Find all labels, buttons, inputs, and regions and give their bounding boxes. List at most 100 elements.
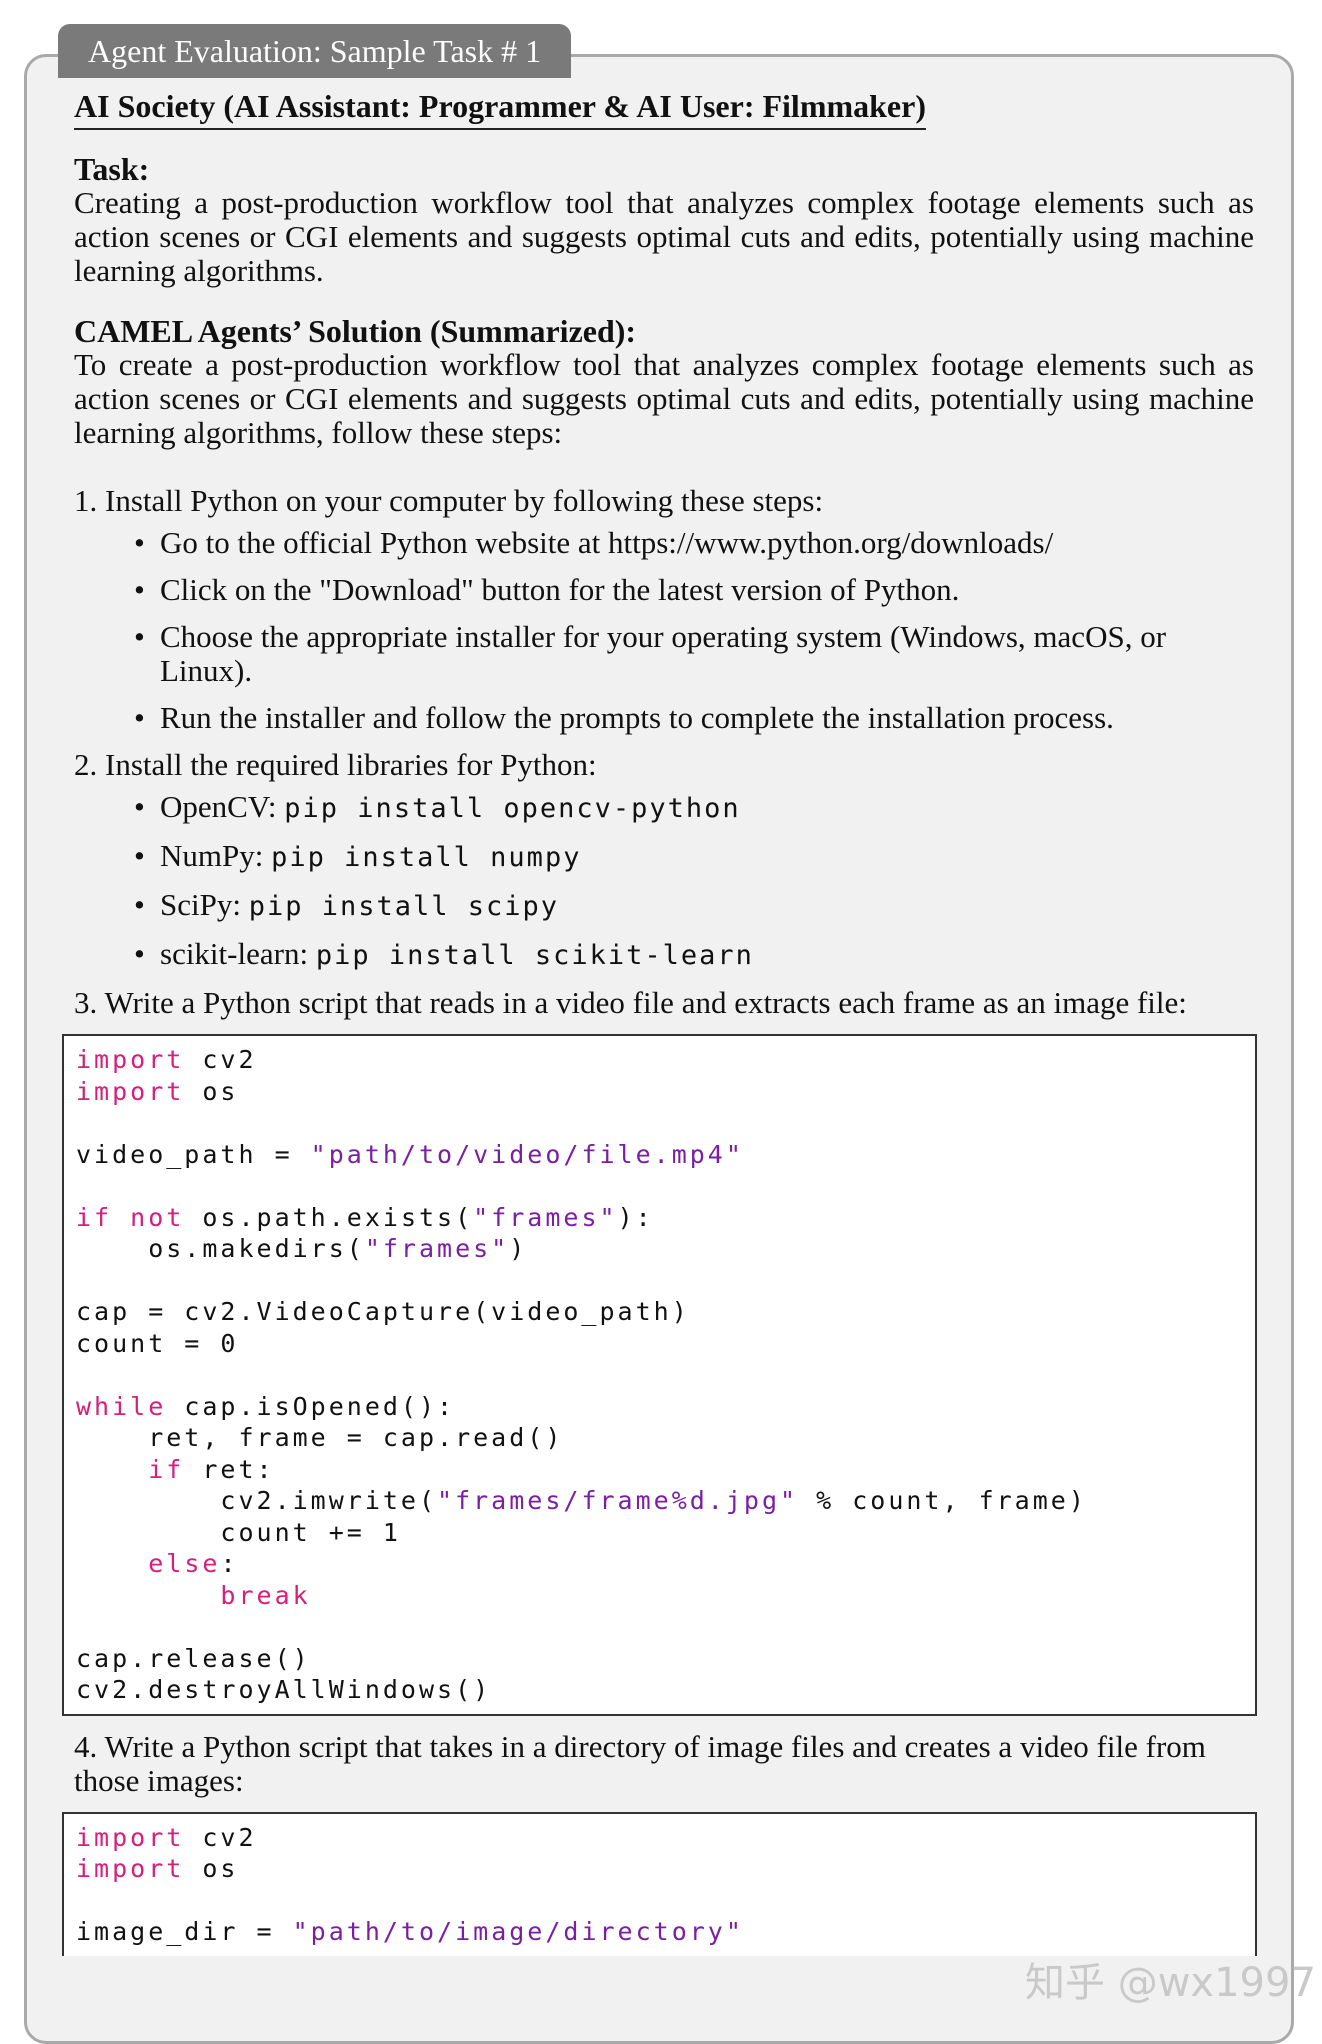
step-text: 1. Install Python on your computer by fo… — [74, 483, 824, 518]
task-label: Task: — [74, 151, 150, 187]
list-item: Choose the appropriate installer for you… — [134, 620, 1254, 688]
code-line — [76, 1107, 1255, 1139]
list-item: Go to the official Python website at htt… — [134, 526, 1254, 561]
code-text: cv2 — [184, 1822, 257, 1852]
code-line: cap.release() — [76, 1643, 1255, 1675]
code-text: cap = cv2.VideoCapture(video_path) — [76, 1297, 690, 1326]
code-line: break — [76, 1580, 1255, 1612]
card-content: AI Society (AI Assistant: Programmer & A… — [62, 86, 1257, 1970]
code-text: ) — [509, 1234, 528, 1263]
code-text: % count, frame) — [798, 1486, 1087, 1515]
install-command: pip install opencv-python — [284, 793, 741, 824]
solution-text: To create a post-production workflow too… — [74, 347, 1254, 450]
list-item: OpenCV: pip install opencv-python — [134, 789, 1254, 826]
code-text: count += 1 — [76, 1517, 401, 1547]
code-line: import os — [76, 1076, 1255, 1108]
code-text — [76, 1581, 220, 1610]
code-keyword: else — [148, 1549, 221, 1578]
library-name: OpenCV: — [160, 789, 277, 824]
step-2: 2. Install the required libraries for Py… — [74, 748, 1254, 973]
code-text — [76, 1455, 148, 1484]
install-command: pip install numpy — [271, 842, 582, 873]
code-text: cv2.destroyAllWindows() — [76, 1675, 492, 1704]
code-string: "frames/frame%d.jpg" — [437, 1486, 799, 1515]
task-text: Creating a post-production workflow tool… — [74, 185, 1254, 288]
code-text: : — [220, 1549, 239, 1578]
code-line: os.makedirs("frames") — [76, 1233, 1255, 1265]
code-line — [76, 1265, 1255, 1297]
code-text: os.path.exists( — [184, 1202, 474, 1232]
code-text: cap.release() — [76, 1643, 311, 1673]
install-command: pip install scipy — [248, 891, 560, 922]
code-text: ret, frame = cap.read() — [76, 1423, 564, 1452]
code-line — [76, 1359, 1255, 1391]
code-text: ): — [617, 1202, 654, 1232]
library-name: scikit-learn: — [160, 936, 309, 971]
code-text — [112, 1203, 130, 1232]
code-line: if not os.path.exists("frames"): — [76, 1202, 1255, 1234]
code-keyword: while — [76, 1391, 167, 1421]
code-text — [76, 1549, 148, 1578]
list-item: Click on the "Download" button for the l… — [134, 573, 1254, 608]
code-text: os — [184, 1076, 239, 1106]
library-list: OpenCV: pip install opencv-python NumPy:… — [74, 790, 1254, 973]
code-keyword: break — [220, 1580, 311, 1610]
install-command: pip install scikit-learn — [315, 940, 754, 971]
code-keyword: import — [76, 1822, 185, 1852]
step-text: 2. Install the required libraries for Py… — [74, 747, 597, 782]
code-keyword: not — [130, 1202, 185, 1232]
code-text: count = 0 — [76, 1328, 239, 1358]
code-text: os — [184, 1854, 239, 1883]
solution-label: CAMEL Agents’ Solution (Summarized): — [74, 313, 637, 349]
bullet-list: Go to the official Python website at htt… — [74, 526, 1254, 736]
code-text: cv2.imwrite( — [76, 1486, 438, 1515]
code-line: import cv2 — [76, 1044, 1255, 1076]
code-line: cap = cv2.VideoCapture(video_path) — [76, 1296, 1255, 1328]
list-item: SciPy: pip install scipy — [134, 887, 1254, 924]
list-item: Run the installer and follow the prompts… — [134, 701, 1254, 736]
code-keyword: import — [76, 1854, 185, 1883]
code-line: import cv2 — [76, 1822, 1255, 1854]
steps-list: 1. Install Python on your computer by fo… — [62, 483, 1257, 1956]
code-line: else: — [76, 1548, 1255, 1580]
code-text: video_path = — [76, 1139, 311, 1169]
code-text: ret: — [184, 1454, 275, 1484]
code-text: image_dir = — [76, 1917, 293, 1946]
page-title: AI Society (AI Assistant: Programmer & A… — [74, 86, 926, 130]
header-tab: Agent Evaluation: Sample Task # 1 — [58, 24, 572, 78]
code-line: image_dir = "path/to/image/directory" — [76, 1916, 1255, 1948]
code-line: while cap.isOpened(): — [76, 1391, 1255, 1423]
code-line: count += 1 — [76, 1517, 1255, 1549]
code-line — [76, 1611, 1255, 1643]
code-keyword: import — [76, 1045, 185, 1074]
step-1: 1. Install Python on your computer by fo… — [74, 483, 1254, 736]
code-line: import os — [76, 1853, 1255, 1885]
list-item: scikit-learn: pip install scikit-learn — [134, 936, 1254, 973]
code-line: ret, frame = cap.read() — [76, 1422, 1255, 1454]
step-text: 3. Write a Python script that reads in a… — [74, 985, 1187, 1020]
code-line: count = 0 — [76, 1328, 1255, 1360]
library-name: NumPy: — [160, 838, 264, 873]
step-3: 3. Write a Python script that reads in a… — [62, 985, 1257, 1716]
code-line — [76, 1170, 1255, 1202]
code-string: "frames" — [473, 1202, 618, 1232]
step-4: 4. Write a Python script that takes in a… — [62, 1728, 1257, 1956]
code-line — [76, 1885, 1255, 1917]
watermark: 知乎 @wx1997 — [1025, 1960, 1316, 2006]
code-text: os.makedirs( — [76, 1234, 365, 1263]
code-line: video_path = "path/to/video/file.mp4" — [76, 1139, 1255, 1171]
code-line: if ret: — [76, 1454, 1255, 1486]
code-string: "path/to/image/directory" — [292, 1917, 744, 1946]
step-text: 4. Write a Python script that takes in a… — [74, 1728, 1206, 1798]
code-text: cap.isOpened(): — [166, 1391, 456, 1421]
code-keyword: if — [148, 1454, 185, 1484]
code-keyword: import — [76, 1076, 185, 1106]
list-item: NumPy: pip install numpy — [134, 838, 1254, 875]
code-string: "path/to/video/file.mp4" — [310, 1139, 744, 1169]
library-name: SciPy: — [160, 887, 241, 922]
code-line: cv2.imwrite("frames/frame%d.jpg" % count… — [76, 1485, 1255, 1517]
code-text: cv2 — [184, 1045, 257, 1074]
code-line: cv2.destroyAllWindows() — [76, 1674, 1255, 1706]
